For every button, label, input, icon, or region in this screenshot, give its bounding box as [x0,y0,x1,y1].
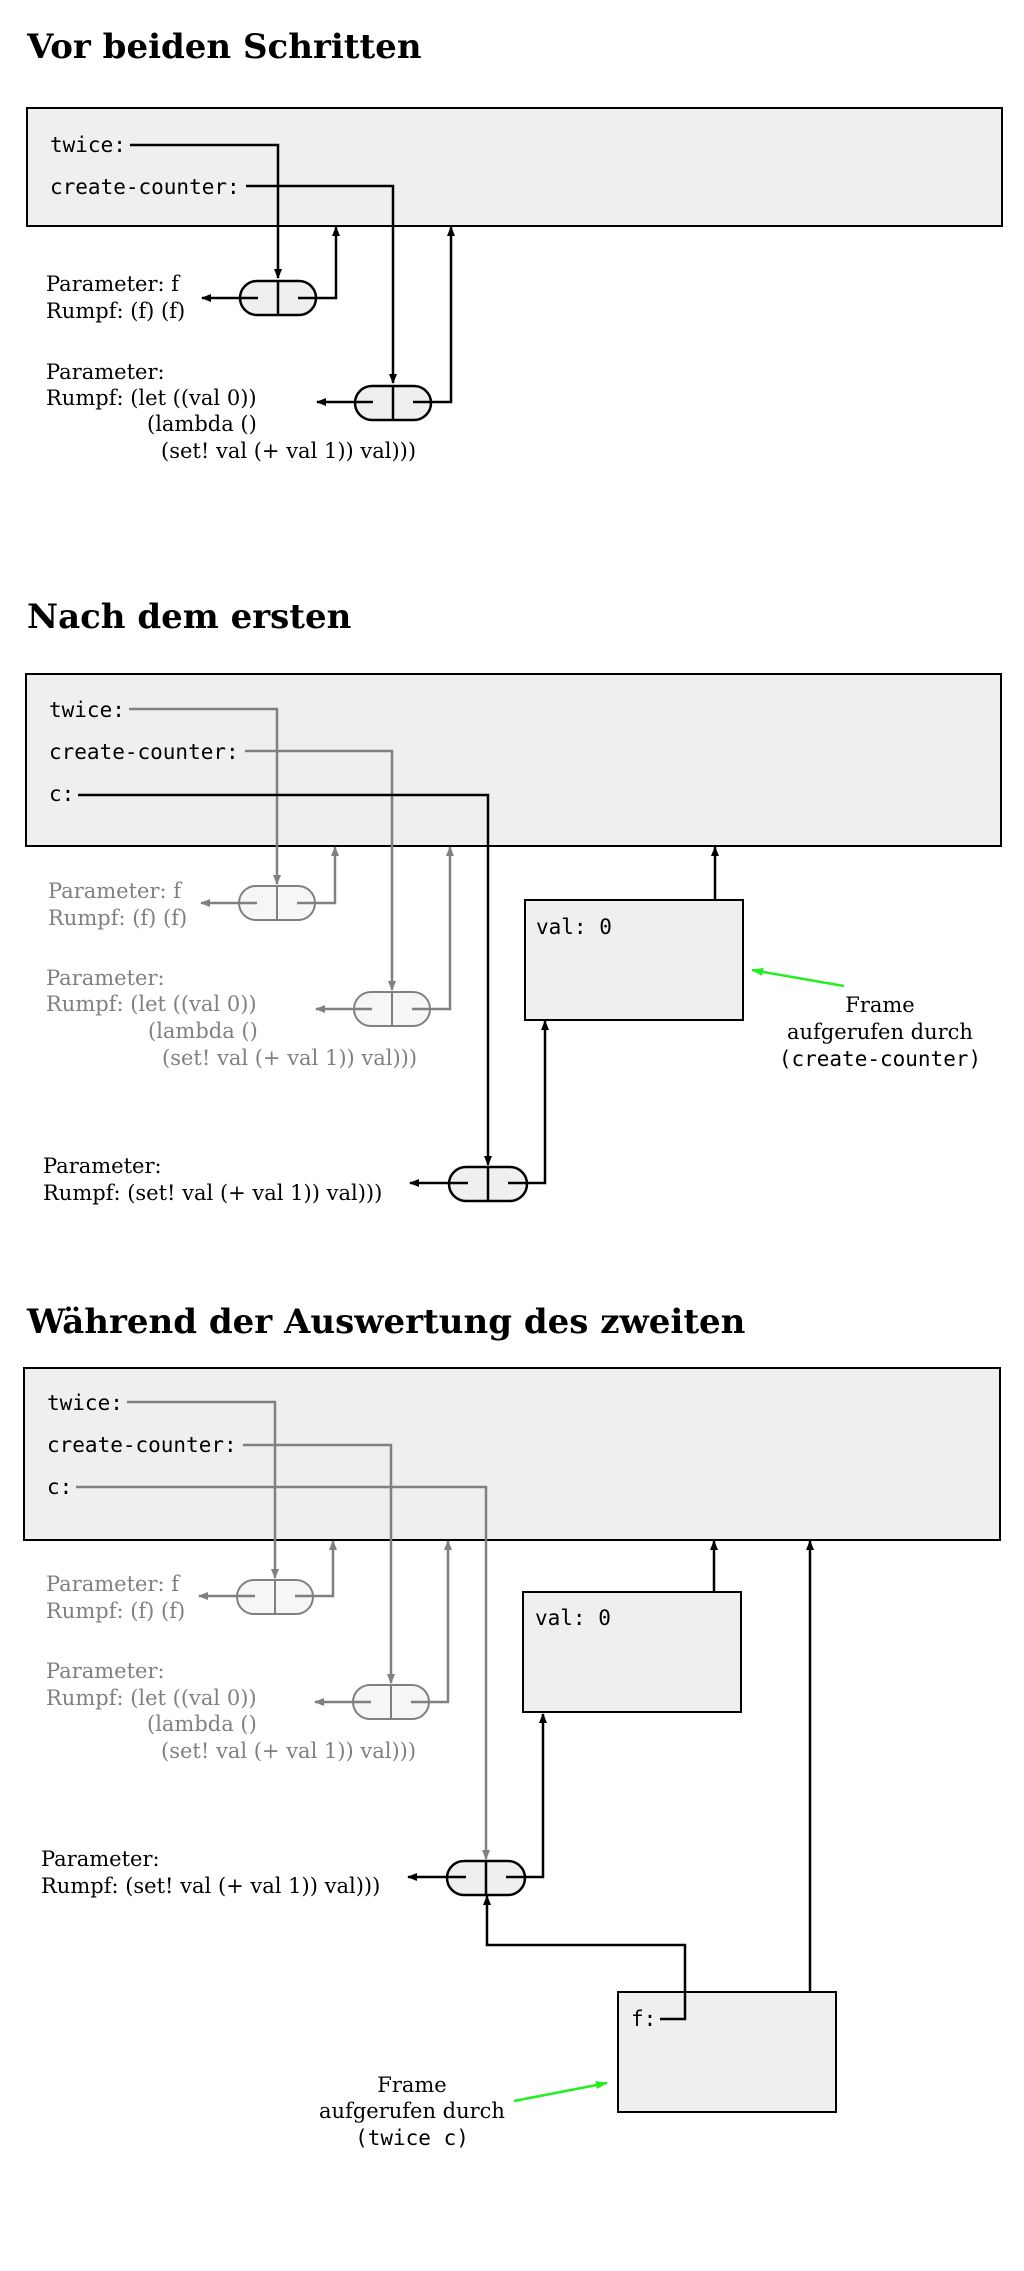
section-during-second: Während der Auswertung des zweiten twice… [23,1302,1001,2150]
pointer-create-counter [245,749,396,991]
procedure-object-twice [200,846,339,921]
env-pointer [506,1713,547,1879]
proc-twice-param: Parameter: f [46,1572,181,1596]
global-frame [26,107,1003,227]
annotation-arrow [513,2081,608,2103]
proc-c-body: Rumpf: (set! val (+ val 1)) val))) [43,1181,382,1205]
proc-twice-param: Parameter: f [46,272,181,296]
env-pointer [412,846,454,1011]
proc-cc-body-3: (set! val (+ val 1)) val))) [161,439,416,463]
proc-c-param: Parameter: [41,1847,160,1871]
annotation-line-2: aufgerufen durch [319,2099,505,2123]
proc-twice-body: Rumpf: (f) (f) [48,906,187,930]
annotation-line-2: aufgerufen durch [787,1020,973,1044]
val-binding: val: 0 [535,1606,611,1630]
env-pointer [411,1540,452,1704]
binding-c: c: [47,1475,72,1499]
proc-cc-param: Parameter: [46,1659,165,1683]
proc-cc-param: Parameter: [46,360,165,384]
val-frame [524,899,744,1021]
pointer-twice [127,1400,279,1579]
pointer-create-counter [246,184,397,384]
proc-cc-body-1: Rumpf: (let ((val 0)) [46,992,257,1016]
annotation-line-1: Frame [377,2073,446,2097]
proc-cc-body-2: (lambda () [148,1019,258,1043]
pointer-f [483,1895,687,2021]
procedure-object-create-counter [316,226,455,422]
procedure-object-c [409,1020,549,1203]
binding-c: c: [49,782,74,806]
binding-create-counter: create-counter: [47,1433,237,1457]
proc-c-param: Parameter: [43,1154,162,1178]
section-heading: Während der Auswertung des zweiten [26,1302,745,1342]
pointer-c [78,793,492,1166]
proc-cc-body-3: (set! val (+ val 1)) val))) [162,1046,417,1070]
val-frame [522,1591,742,1713]
annotation-line-1: Frame [845,993,914,1017]
val-binding: val: 0 [536,915,612,939]
proc-twice-body: Rumpf: (f) (f) [46,1599,185,1623]
proc-cc-body-2: (lambda () [147,1712,257,1736]
section-heading: Vor beiden Schritten [26,27,422,67]
f-binding: f: [631,2007,656,2031]
proc-c-body: Rumpf: (set! val (+ val 1)) val))) [41,1874,380,1898]
proc-cc-param: Parameter: [46,966,165,990]
f-frame [617,1991,837,2113]
pointer-create-counter [243,1443,395,1684]
proc-twice-param: Parameter: f [48,879,183,903]
procedure-object-create-counter [314,1540,452,1720]
section-heading: Nach dem ersten [27,597,351,637]
binding-twice: twice: [49,698,125,722]
procedure-object-c [407,1713,547,1897]
proc-cc-body-1: Rumpf: (let ((val 0)) [46,1686,257,1710]
proc-twice-body: Rumpf: (f) (f) [46,299,185,323]
annotation-line-3: (twice c) [355,2126,469,2150]
binding-twice: twice: [50,133,126,157]
procedure-object-create-counter [315,846,454,1027]
pointer-c [76,1485,490,1860]
proc-cc-body-2: (lambda () [147,412,257,436]
env-pointer [413,226,455,404]
pointer-twice [130,143,282,279]
annotation-arrow [751,967,845,988]
annotation-line-3: (create-counter) [779,1047,981,1071]
global-frame [23,1367,1001,1541]
section-before-steps: Vor beiden Schritten twice: create-count… [26,27,1003,463]
binding-create-counter: create-counter: [50,175,240,199]
pointer-twice [129,707,281,885]
proc-cc-body-3: (set! val (+ val 1)) val))) [161,1739,416,1763]
env-pointer [297,846,339,905]
procedure-object-twice [198,1540,337,1615]
env-pointer [298,226,340,300]
env-pointer [295,1540,337,1598]
env-pointer [508,1020,549,1185]
binding-create-counter: create-counter: [49,740,239,764]
proc-cc-body-1: Rumpf: (let ((val 0)) [46,386,257,410]
global-frame [25,673,1002,847]
binding-twice: twice: [47,1391,123,1415]
procedure-object-twice [201,226,340,317]
section-after-first: Nach dem ersten twice: create-counter: c… [25,597,1002,1205]
